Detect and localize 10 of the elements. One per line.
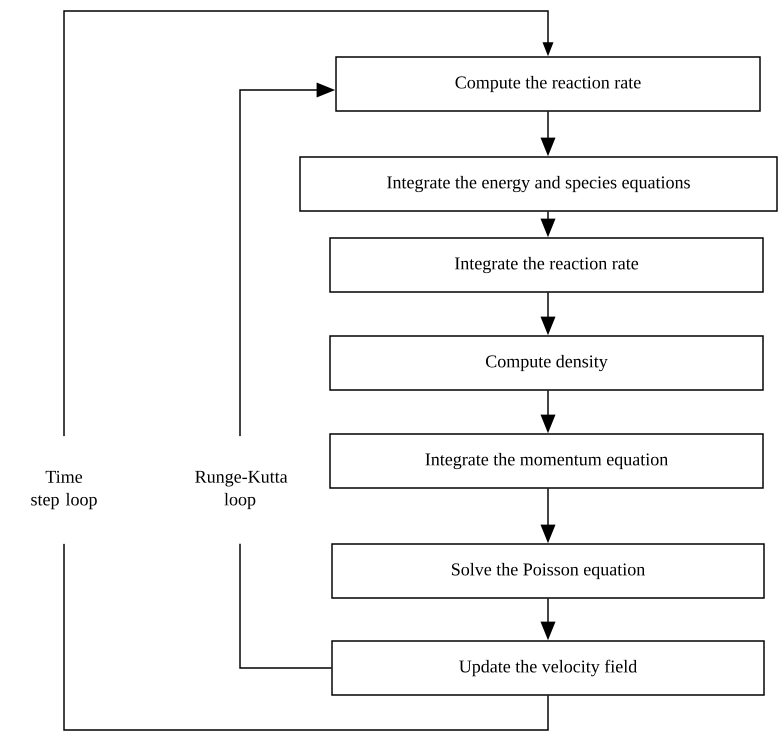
- process-box: Compute density: [329, 335, 764, 391]
- process-box: Integrate the reaction rate: [329, 237, 764, 293]
- process-box: Update the velocity field: [331, 640, 765, 696]
- edge-label: Runge-Kutta loop: [192, 436, 288, 544]
- process-box: Integrate the energy and species equations: [299, 156, 778, 212]
- edge-label: Time step loop: [16, 436, 112, 544]
- process-box: Solve the Poisson equation: [331, 543, 765, 599]
- arrow: [63, 10, 554, 731]
- process-box: Compute the reaction rate: [335, 56, 761, 112]
- process-box: Integrate the momentum equation: [329, 433, 764, 489]
